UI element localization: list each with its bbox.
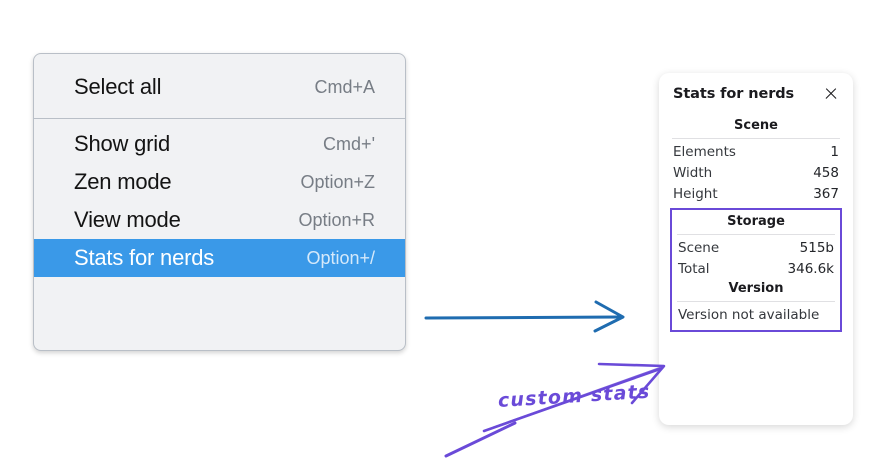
scene-section-heading: Scene — [734, 118, 778, 133]
stat-row-height: Height 367 — [670, 183, 842, 204]
menu-group-2: Show grid Cmd+' Zen mode Option+Z View m… — [34, 119, 405, 285]
stats-panel-header: Stats for nerds — [670, 85, 842, 102]
menu-item-select-all[interactable]: Select all Cmd+A — [34, 68, 405, 106]
menu-item-label: View mode — [74, 207, 181, 232]
divider — [677, 234, 835, 235]
stats-for-nerds-panel: Stats for nerds Scene Elements 1 Width 4… — [659, 73, 853, 425]
menu-group-1: Select all Cmd+A — [34, 54, 405, 118]
menu-item-shortcut: Cmd+' — [323, 133, 375, 154]
stat-row-storage-scene: Scene 515b — [675, 237, 837, 258]
stat-key: Scene — [678, 239, 720, 256]
menu-item-shortcut: Option+Z — [300, 171, 375, 192]
stat-key: Elements — [673, 143, 736, 160]
menu-item-label: Show grid — [74, 131, 171, 156]
menu-item-view-mode[interactable]: View mode Option+R — [34, 201, 405, 239]
stat-key: Width — [673, 164, 713, 181]
menu-item-shortcut: Cmd+A — [314, 76, 375, 97]
version-section-heading: Version — [728, 281, 784, 296]
divider — [672, 138, 840, 139]
stat-value: 458 — [813, 164, 839, 181]
menu-item-label: Stats for nerds — [74, 245, 215, 270]
stat-key: Height — [673, 185, 718, 202]
stat-value: 367 — [813, 185, 839, 202]
blue-arrow-icon — [424, 300, 625, 333]
menu-item-stats-for-nerds[interactable]: Stats for nerds Option+/ — [34, 239, 405, 277]
storage-section-heading: Storage — [727, 214, 785, 229]
menu-item-shortcut: Option+R — [298, 209, 375, 230]
stats-panel-title: Stats for nerds — [673, 86, 795, 102]
stat-row-elements: Elements 1 — [670, 141, 842, 162]
menu-item-zen-mode[interactable]: Zen mode Option+Z — [34, 163, 405, 201]
context-menu: Select all Cmd+A Show grid Cmd+' Zen mod… — [33, 53, 406, 351]
close-icon[interactable] — [823, 86, 839, 102]
stat-row-storage-total: Total 346.6k — [675, 258, 837, 279]
menu-item-show-grid[interactable]: Show grid Cmd+' — [34, 125, 405, 163]
custom-stats-annotation: custom stats — [436, 355, 686, 461]
custom-stats-highlight-box: Storage Scene 515b Total 346.6k Version … — [670, 208, 842, 332]
divider — [677, 301, 835, 302]
stat-value: 1 — [830, 143, 839, 160]
menu-separator — [34, 118, 405, 119]
stat-row-width: Width 458 — [670, 162, 842, 183]
stat-value: 515b — [799, 239, 834, 256]
annotation-arrows-icon — [444, 362, 666, 458]
menu-item-label: Zen mode — [74, 169, 172, 194]
stat-value: 346.6k — [787, 260, 834, 277]
menu-item-shortcut: Option+/ — [306, 247, 375, 268]
version-text: Version not available — [678, 307, 820, 323]
stat-key: Total — [678, 260, 710, 277]
menu-item-label: Select all — [74, 74, 162, 99]
